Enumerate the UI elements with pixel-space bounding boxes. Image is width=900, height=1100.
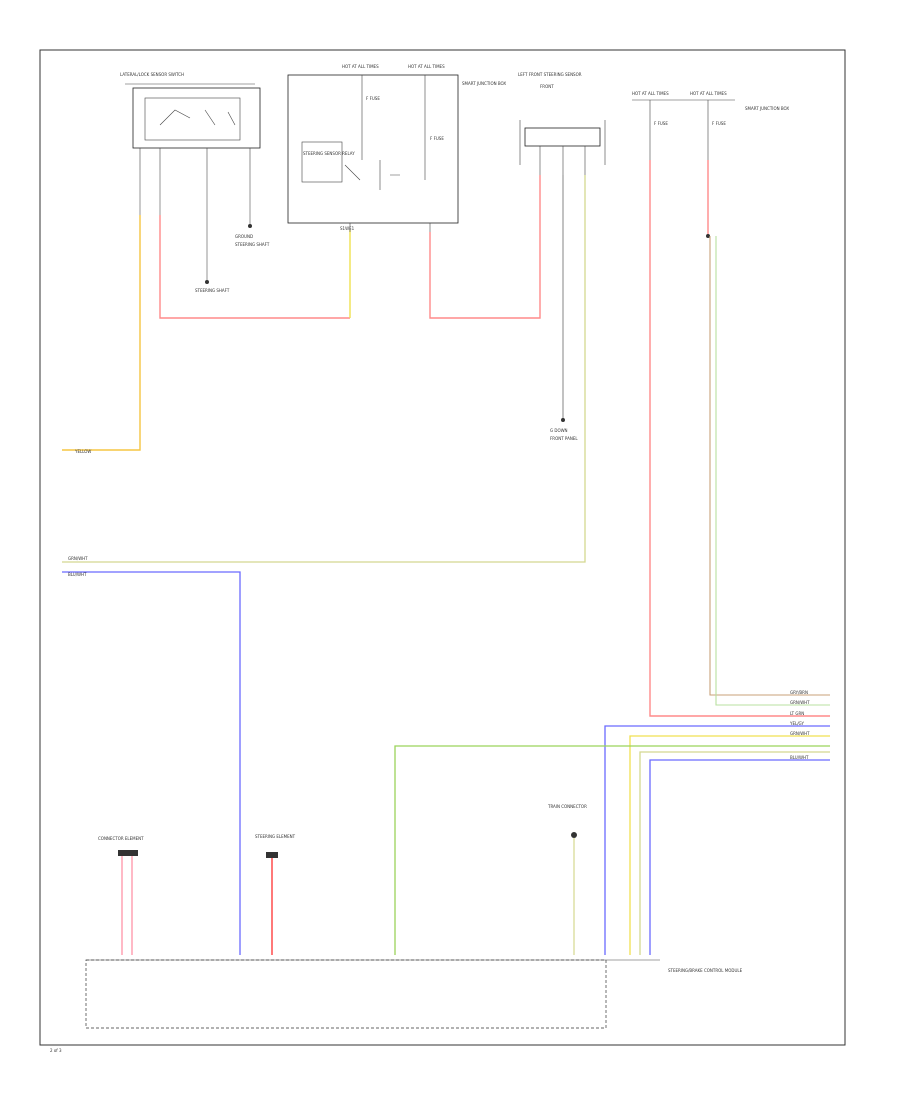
fr-fuse-2: F FUSE	[712, 121, 726, 126]
right-wire-5: GRN/WHT	[790, 731, 810, 736]
ground-right-sub: FRONT PANEL	[550, 436, 578, 441]
relay-hot-right: HOT AT ALL TIMES	[408, 64, 445, 69]
wire-red-right	[649, 160, 830, 717]
relay-fuse-1: F FUSE	[366, 96, 380, 101]
left-wire-blue-label: BLU/WHT	[68, 572, 87, 577]
relay-bottom-label: S1WE1	[340, 226, 355, 231]
right-wire-1: GRY/BRN	[790, 690, 808, 695]
right-wire-6: BLU/WHT	[790, 755, 809, 760]
lateral-lock-sensor-switch: LATERAL/LOCK SENSOR SWITCH	[120, 72, 261, 170]
fr-hot-2: HOT AT ALL TIMES	[690, 91, 727, 96]
far-right-fuses: HOT AT ALL TIMES HOT AT ALL TIMES SMART …	[632, 91, 789, 160]
wire-green-right	[394, 745, 830, 955]
diagram-frame	[39, 49, 846, 1046]
page-label: 2 of 3	[50, 1048, 62, 1053]
top-module-title: LATERAL/LOCK SENSOR SWITCH	[120, 72, 184, 77]
wire-blue-right	[604, 725, 830, 955]
wire-blue-right-2	[649, 759, 830, 955]
switch-wires: GROUND STEERING SHAFT STEERING SHAFT	[139, 170, 270, 293]
wire-olive-sensor	[62, 175, 586, 563]
bottom-conn-1: CONNECTOR ELEMENT	[98, 836, 144, 841]
left-wire-yellow-label: YELLOW	[74, 449, 91, 454]
right-module-sub: FRONT	[540, 84, 554, 89]
ground-left-sub: STEERING SHAFT	[235, 242, 270, 247]
steering-relay-box: HOT AT ALL TIMES HOT AT ALL TIMES SMART …	[287, 64, 506, 232]
ground-left-label: GROUND	[235, 234, 253, 239]
bottom-module-note: STEERING/BRAKE CONTROL MODULE	[668, 968, 743, 973]
ground-right-label: G DOWN	[550, 428, 568, 433]
left-wire-green-label: GRN/WHT	[68, 556, 88, 561]
wire-olive-right	[639, 751, 830, 955]
relay-side-note: SMART JUNCTION BOX	[462, 81, 506, 86]
bottom-conn-2: STEERING ELEMENT	[255, 834, 296, 839]
wire-yellow-left	[62, 215, 141, 451]
relay-inner-label: STEERING SENSOR RELAY	[303, 151, 355, 156]
wire-red-switch	[159, 215, 350, 319]
bottom-connectors: CONNECTOR ELEMENT STEERING ELEMENT TRAIN…	[98, 804, 587, 955]
right-wire-2: GRN/WHT	[790, 700, 810, 705]
relay-hot-left: HOT AT ALL TIMES	[342, 64, 379, 69]
right-wire-3: LT GRN	[790, 711, 804, 716]
wire-gray-right	[709, 236, 830, 696]
wire-gray-right-2	[715, 236, 830, 706]
wire-blue-left	[62, 571, 241, 955]
relay-fuse-2: F FUSE	[430, 136, 444, 141]
left-front-steering-sensor: LEFT FRONT STEERING SENSOR FRONT	[518, 72, 606, 175]
wire-red-relay	[429, 175, 541, 319]
fr-hot-1: HOT AT ALL TIMES	[632, 91, 669, 96]
right-module-title: LEFT FRONT STEERING SENSOR	[518, 72, 582, 77]
ground-mid-label: STEERING SHAFT	[195, 288, 230, 293]
fr-fuse-1: F FUSE	[654, 121, 668, 126]
right-wire-4: YEL/GY	[789, 721, 804, 726]
fr-note: SMART JUNCTION BOX	[745, 106, 789, 111]
bottom-conn-3: TRAIN CONNECTOR	[547, 804, 587, 809]
wire-yellow-right	[629, 735, 830, 955]
